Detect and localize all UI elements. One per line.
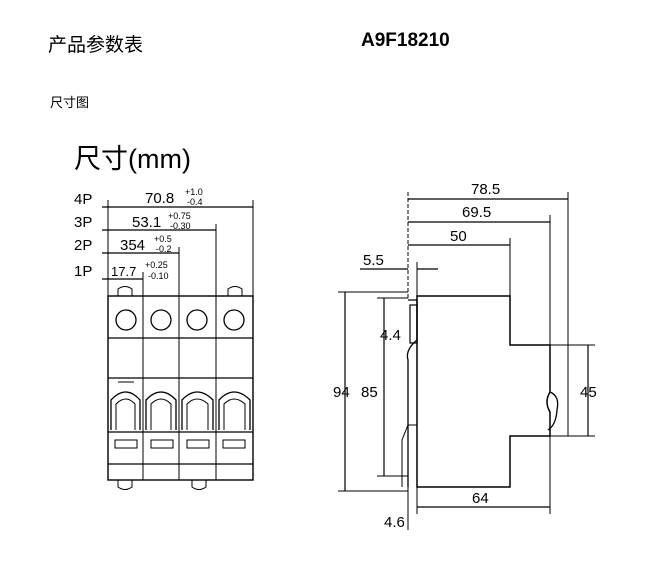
pole-value-3p: 53.1 (132, 214, 161, 231)
pole-tol-minus-2p: -0.2 (156, 244, 172, 254)
pole-value-4p: 70.8 (145, 190, 174, 207)
section-subtitle: 尺寸图 (50, 96, 90, 111)
dim-45: 45 (580, 384, 597, 401)
pole-tol-plus-4p: +1.0 (185, 187, 203, 197)
pole-tol-plus-3p: +0.75 (168, 211, 191, 221)
pole-tol-minus-1p: -0.10 (148, 271, 169, 281)
dim-85: 85 (361, 384, 378, 401)
pole-tol-minus-3p: -0.30 (170, 221, 191, 231)
pole-label-4p: 4P (74, 191, 92, 208)
pole-tol-minus-4p: -0.4 (187, 197, 203, 207)
front-view (102, 200, 254, 490)
dim-78-5: 78.5 (471, 181, 500, 198)
dim-4-6: 4.6 (384, 514, 405, 531)
pole-label-1p: 1P (74, 263, 92, 280)
dim-69-5: 69.5 (462, 204, 491, 221)
dim-64: 64 (472, 490, 489, 507)
model-number: A9F18210 (361, 30, 450, 51)
pole-label-3p: 3P (74, 214, 92, 231)
dim-5-5: 5.5 (363, 252, 384, 269)
pole-value-1p: 17.7 (111, 264, 136, 279)
pole-value-2p: 354 (120, 237, 145, 254)
dim-4-4: 4.4 (380, 327, 401, 344)
side-view (338, 192, 595, 530)
page-title: 产品参数表 (48, 34, 144, 56)
drawing-title: 尺寸(mm) (74, 144, 191, 174)
pole-label-2p: 2P (74, 237, 92, 254)
dim-94: 94 (333, 384, 350, 401)
dim-50: 50 (450, 228, 467, 245)
pole-tol-plus-1p: +0.25 (145, 260, 168, 270)
pole-tol-plus-2p: +0.5 (154, 234, 172, 244)
